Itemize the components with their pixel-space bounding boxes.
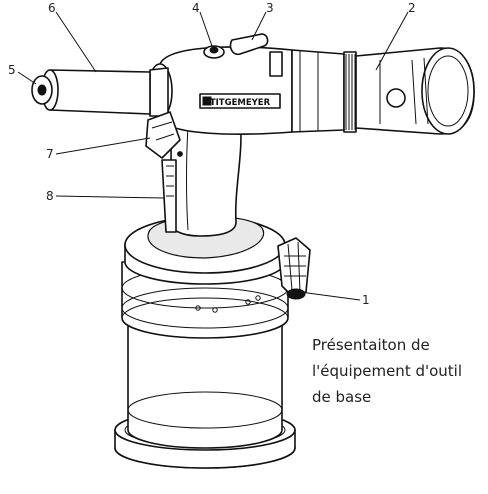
caption-line-1: Présentaiton de xyxy=(312,336,430,354)
callout-8: 8 xyxy=(46,189,54,203)
callout-1: 1 xyxy=(362,293,370,307)
base-cylinder xyxy=(114,215,296,469)
callout-4: 4 xyxy=(192,1,200,15)
knurled-ring xyxy=(343,51,357,133)
brand-label: TITGEMEYER xyxy=(210,98,271,108)
callout-6: 6 xyxy=(48,1,56,15)
callout-5: 5 xyxy=(8,63,16,77)
leader-6 xyxy=(55,11,97,73)
figure-caption: Présentaiton de l'équipement d'outil de … xyxy=(312,332,482,410)
callout-3: 3 xyxy=(266,1,274,15)
tool-head: TITGEMEYER xyxy=(31,33,475,159)
leader-8 xyxy=(55,195,165,199)
nose-tube xyxy=(49,69,151,115)
top-latch xyxy=(229,33,269,56)
leader-4 xyxy=(199,11,213,47)
leader-lines xyxy=(17,11,409,301)
base-body xyxy=(127,324,283,449)
callout-7: 7 xyxy=(46,147,54,161)
leader-1 xyxy=(299,291,361,301)
release-lever xyxy=(145,111,181,159)
leader-7 xyxy=(55,137,151,155)
leader-3 xyxy=(251,11,267,41)
caption-line-3: de base xyxy=(312,388,372,406)
callout-2: 2 xyxy=(408,1,416,15)
leader-5 xyxy=(17,71,37,85)
handle xyxy=(161,113,242,237)
caption-line-2: l'équipement d'outil xyxy=(312,362,463,380)
air-connector xyxy=(277,237,311,300)
leader-2 xyxy=(375,11,409,71)
